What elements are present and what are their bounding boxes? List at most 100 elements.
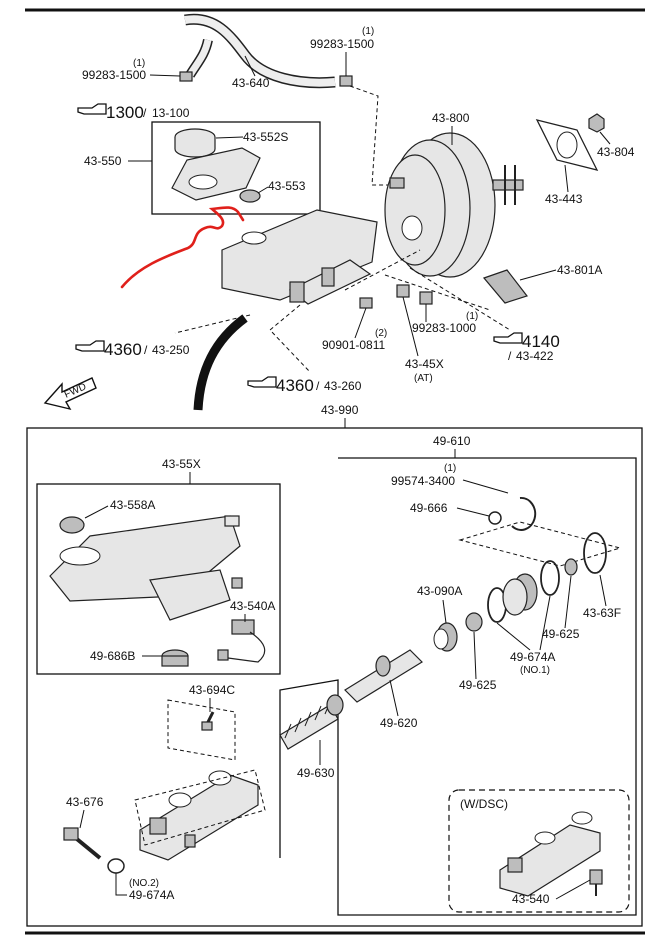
check-valve-fitting [396,284,410,298]
bleeder-43-676 [63,827,102,860]
svg-text:43-250: 43-250 [152,343,190,357]
label-99574-3400: 99574-3400 [391,474,455,488]
fluid-level-sensor [217,619,266,663]
label-49-625-upper: 49-625 [542,627,580,641]
assembly-curve-arrow [193,314,248,411]
ref-4360-43-250[interactable]: 4360 / 43-250 [75,340,190,359]
dsc-pressure-sensor [589,869,603,896]
master-cylinder-assembly-box [26,427,643,927]
reservoir-seal [239,189,261,203]
bolt-43-694c [201,711,215,731]
reservoir-cap [174,128,216,158]
piston-43-090a [433,622,458,652]
svg-text:43-260: 43-260 [324,379,362,393]
booster-pad [482,269,528,304]
reservoir-grommet-43-558a [59,516,85,534]
label-43-640: 43-640 [232,76,270,90]
brake-booster [384,132,524,278]
label-99574-3400-qty: (1) [444,463,456,474]
label-43-694c: 43-694C [189,683,235,697]
dsc-variant-box [448,789,630,913]
label-43-558a: 43-558A [110,498,155,512]
label-43-801a: 43-801A [557,263,602,277]
snap-ring [511,496,537,531]
label-90901-0811: 90901-0811 [322,338,385,352]
label-49-674a-no2: 49-674A [129,888,174,902]
pointing-hand-icon [77,103,107,115]
label-43-553: 43-553 [268,179,306,193]
clamp-99283-1000 [419,291,433,305]
label-w-dsc: (W/DSC) [460,797,508,811]
secondary-piston [502,573,538,616]
label-49-630: 49-630 [297,766,335,780]
label-43-45x: 43-45X [405,357,444,371]
booster-nut [588,113,605,133]
pointing-hand-icon [247,376,277,388]
label-43-552s: 43-552S [243,130,288,144]
label-43-55x: 43-55X [162,457,201,471]
red-annotation-mark [120,206,245,289]
label-49-674a-no2-note: (NO.2) [129,878,159,889]
reservoir-tank [171,147,261,201]
svg-text:4360: 4360 [276,376,314,395]
label-49-674a-no1: 49-674A [510,650,555,664]
primary-piston-49-620 [344,649,423,703]
fwd-arrow-icon: FWD [43,377,97,411]
reservoir-grommet-49-686b [161,649,189,667]
reservoir-tank-detail [49,515,243,621]
label-99283-1500-qty-right: (1) [362,26,374,37]
svg-text:1300: 1300 [106,103,144,122]
label-49-620: 49-620 [380,716,418,730]
cup-seal-49-625-lower [465,612,483,632]
label-43-090a: 43-090A [417,584,462,598]
piston-kit-box [279,457,637,916]
seal-43-63f [583,532,607,574]
label-43-540: 43-540 [512,892,550,906]
label-99283-1000: 99283-1000 [412,321,476,335]
master-cylinder-upper [221,209,378,305]
o-ring-49-674a-no2 [107,858,125,874]
svg-text:4360: 4360 [104,340,142,359]
label-43-550: 43-550 [84,154,122,168]
label-43-804: 43-804 [597,145,635,159]
label-43-540a: 43-540A [230,599,275,613]
label-43-676: 43-676 [66,795,104,809]
label-49-666: 49-666 [410,501,448,515]
master-cylinder-body [139,770,259,861]
hose-clamp-left [179,71,193,82]
o-ring-49-674a-no1-a [540,560,560,596]
svg-text:/: / [316,379,320,393]
pointing-hand-icon [75,340,105,352]
vacuum-hose [184,13,336,89]
label-49-610: 49-610 [433,434,471,448]
ref-1300[interactable]: 1300 / 13-100 [77,103,190,122]
return-spring-49-630 [279,694,344,750]
ref-4140-43-422[interactable]: 4140 / 43-422 [493,332,560,363]
dsc-master-cylinder [499,811,601,897]
cup-seal-49-625-upper [564,558,578,576]
label-43-45x-note: (AT) [414,373,433,384]
label-49-686b: 49-686B [90,649,135,663]
svg-text:/: / [144,343,148,357]
label-99283-1000-qty: (1) [466,311,478,322]
reservoir-assembly-box [151,121,321,215]
svg-text:13-100: 13-100 [152,106,190,120]
reservoir-subassembly-box [36,483,281,675]
label-43-63f: 43-63F [583,606,621,620]
svg-text:/: / [143,106,147,120]
hose-clamp-right [339,75,353,87]
label-49-674a-no1-note: (NO.1) [520,665,550,676]
svg-text:/: / [508,349,512,363]
label-43-800: 43-800 [432,111,470,125]
label-90901-0811-qty: (2) [375,328,387,339]
pointing-hand-icon [493,332,523,344]
svg-text:43-422: 43-422 [516,349,554,363]
svg-text:4140: 4140 [522,332,560,351]
label-43-443: 43-443 [545,192,583,206]
label-99283-1500-right: 99283-1500 [310,37,374,51]
booster-vacuum-fitting [389,177,405,189]
ref-4360-43-260[interactable]: 4360 / 43-260 [247,376,362,395]
label-43-990: 43-990 [321,403,359,417]
label-99283-1500-left: 99283-1500 [82,68,146,82]
